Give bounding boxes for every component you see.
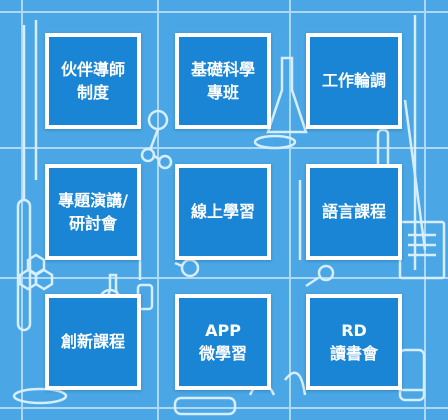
- tile-lectures-seminars[interactable]: 專題演講/ 研討會: [45, 164, 141, 260]
- tile-mentor-system[interactable]: 伙伴導師 制度: [45, 33, 141, 129]
- tile-label-line1: 線上學習: [190, 202, 255, 222]
- tile-label-line1: 專題演講/: [58, 190, 128, 210]
- tile-label-line1: 伙伴導師: [60, 59, 125, 79]
- tile-label-line1: 語言課程: [321, 202, 386, 222]
- tile-basic-science-class[interactable]: 基礎科學 專班: [175, 33, 271, 129]
- tile-label-line1: 基礎科學: [190, 59, 255, 79]
- tile-label-line1: RD: [341, 320, 367, 340]
- tile-rd-reading-club[interactable]: RD 讀書會: [306, 294, 402, 390]
- tile-language-courses[interactable]: 語言課程: [306, 164, 402, 260]
- tile-label-line2: 專班: [206, 83, 239, 102]
- tile-label-line2: 讀書會: [329, 344, 378, 363]
- tile-label-line2: 研討會: [68, 214, 117, 233]
- tile-label-line1: 工作輪調: [321, 71, 386, 91]
- tile-label-line2: 制度: [76, 83, 109, 102]
- tile-label-line1: APP: [205, 320, 241, 340]
- tile-innovation-courses[interactable]: 創新課程: [45, 294, 141, 390]
- tile-online-learning[interactable]: 線上學習: [175, 164, 271, 260]
- tile-label-line1: 創新課程: [60, 332, 125, 352]
- tile-label-line2: 微學習: [198, 344, 247, 363]
- tile-job-rotation[interactable]: 工作輪調: [306, 33, 402, 129]
- tile-app-microlearning[interactable]: APP 微學習: [175, 294, 271, 390]
